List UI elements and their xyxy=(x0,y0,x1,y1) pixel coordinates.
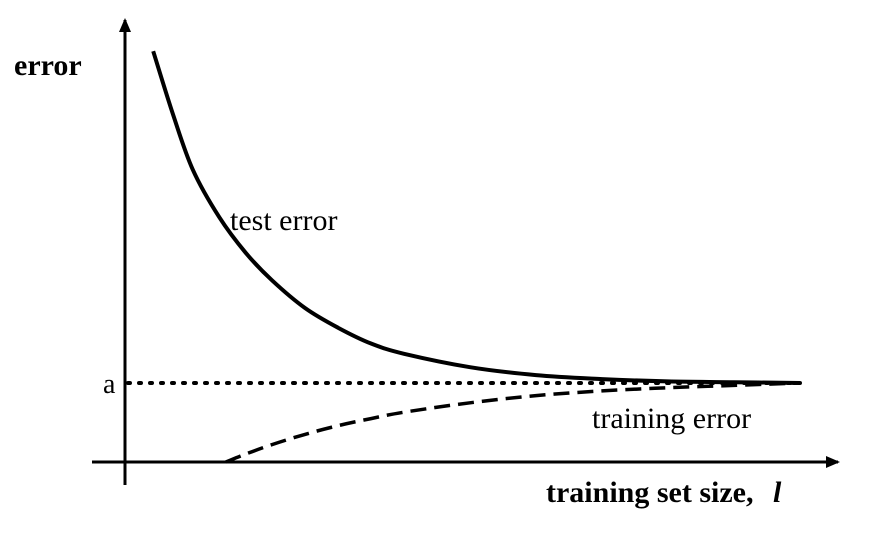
x-axis-label-text: training set size, xyxy=(546,476,753,509)
y-axis-label: error xyxy=(14,49,82,82)
test-error-label: test error xyxy=(230,204,337,237)
x-axis-label: training set size, l xyxy=(546,476,782,509)
training-error-curve xyxy=(225,381,801,464)
y-tick-label: a xyxy=(103,369,116,400)
x-axis-variable: l xyxy=(773,476,782,509)
training-error-label: training error xyxy=(592,402,751,435)
test-error-curve xyxy=(151,50,801,385)
